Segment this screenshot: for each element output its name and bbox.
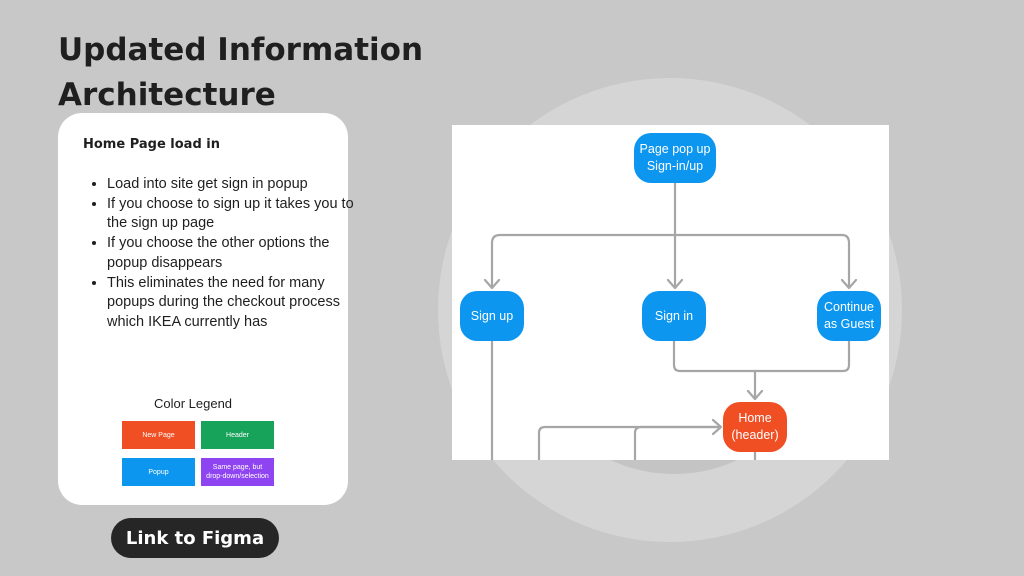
connector-popup-to-guest <box>673 233 851 289</box>
bullet-item: Load into site get sign in popup <box>107 175 357 195</box>
bullet-list: Load into site get sign in popup If you … <box>85 175 357 333</box>
arrowhead-signup <box>483 278 501 290</box>
page-title: Updated Information Architecture <box>58 28 438 118</box>
arrowhead-home-left <box>711 418 723 436</box>
legend-popup: Popup <box>122 458 195 486</box>
arrowhead-guest <box>840 278 858 290</box>
legend-title: Color Legend <box>153 396 233 411</box>
connector-left-loop <box>537 425 720 460</box>
flow-connectors <box>483 181 858 460</box>
page-title-line-1: Updated Information <box>58 32 424 68</box>
connector-popup-to-signup <box>490 233 677 289</box>
node-sign-in: Sign in <box>642 291 706 341</box>
node-continue-as-guest: Continue as Guest <box>817 291 881 341</box>
bullet-item: This eliminates the need for many popups… <box>107 274 357 333</box>
legend-header: Header <box>201 421 274 449</box>
connector-signin-to-home <box>672 339 757 400</box>
node-guest-line-1: Continue <box>823 300 875 314</box>
info-card: Home Page load in Load into site get sig… <box>58 113 354 505</box>
bullet-item: If you choose to sign up it takes you to… <box>107 195 357 234</box>
node-page-popup: Page pop up Sign-in/up <box>634 133 716 183</box>
node-home-line-1: Home <box>738 411 772 425</box>
node-home-header: Home (header) <box>723 402 787 452</box>
page-title-line-2: Architecture <box>58 77 276 113</box>
bullet-item: If you choose the other options the popu… <box>107 234 357 273</box>
arrowhead-home-top <box>746 389 764 401</box>
flow-diagram: Page pop up Sign-in/up Sign up Sign in Co… <box>452 125 889 460</box>
node-popup-line-1: Page pop up <box>639 142 711 156</box>
legend-same-page-dropdown: Same page, but drop-down/selection <box>201 458 274 486</box>
legend-new-page: New Page <box>122 421 195 449</box>
node-popup-line-2: Sign-in/up <box>646 159 704 173</box>
node-guest-line-2: as Guest <box>823 317 874 331</box>
node-sign-up: Sign up <box>460 291 524 341</box>
card-heading: Home Page load in <box>83 137 221 152</box>
link-to-figma-button[interactable]: Link to Figma <box>111 518 279 558</box>
node-home-line-2: (header) <box>731 428 779 442</box>
connector-mid-loop <box>633 425 720 460</box>
connector-guest-to-home <box>753 339 851 373</box>
arrowhead-signin <box>666 278 684 290</box>
